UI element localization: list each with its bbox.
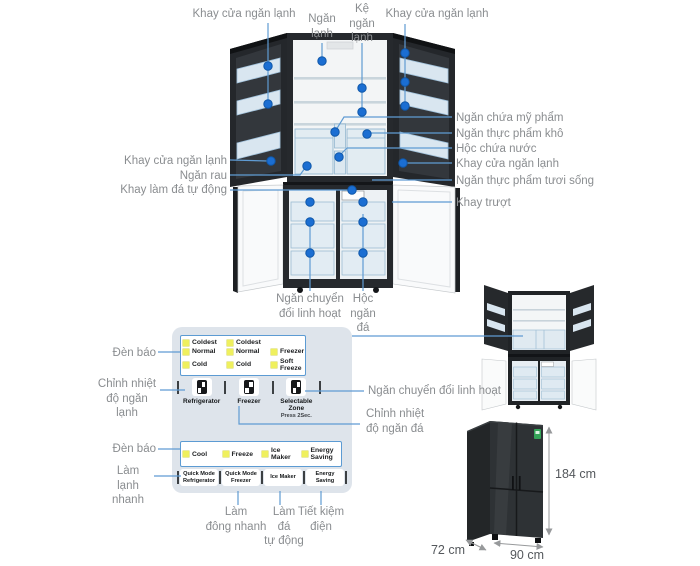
indicator-coldest-fridge: Coldest — [183, 339, 227, 346]
control-panel: Coldest Coldest Normal Normal Freezer Co… — [172, 327, 352, 493]
label-fresh-food: Ngăn thực phẩm tươi sống — [456, 175, 595, 187]
cabinet-gap — [283, 182, 393, 185]
yellow-led-square-icon — [271, 361, 277, 368]
selectable-zone-button: Selectable Zone Press 2Sec. — [275, 378, 318, 419]
label-indicator-lights-1: Đèn báo — [112, 347, 156, 359]
quick-mode-freezer-button: Quick Mode Freezer — [222, 469, 260, 486]
label-quick-cool: Làm lạnh nhanh — [112, 465, 144, 507]
label-door-tray-top-right: Khay cửa ngăn lạnh — [385, 8, 489, 20]
label-cosmetic-box: Ngăn chứa mỹ phẩm — [456, 112, 564, 124]
separator-bar — [177, 471, 179, 484]
yellow-led-square-icon — [183, 361, 189, 368]
indicator-normal-fridge: Normal — [183, 348, 227, 355]
label-fridge-temp-adjust: Chỉnh nhiệt độ ngăn lạnh — [97, 378, 157, 420]
label-veggie-box: Ngăn rau — [179, 170, 227, 182]
label-auto-ice: Làm đá tự động — [264, 506, 304, 548]
fridge-compartment-grid-icon — [196, 380, 207, 394]
indicator-cool: Cool — [183, 451, 221, 458]
yellow-led-square-icon — [262, 451, 268, 457]
indicator-empty — [271, 339, 309, 346]
separator-bar — [318, 381, 321, 394]
ice-maker-button: Ice Maker — [264, 469, 302, 486]
yellow-led-square-icon — [183, 348, 189, 355]
yellow-led-square-icon — [227, 348, 233, 355]
mode-button-row: Quick Mode Refrigerator Quick Mode Freez… — [176, 469, 348, 486]
yellow-led-square-icon — [271, 348, 277, 355]
label-door-tray-top-left: Khay cửa ngăn lạnh — [192, 8, 296, 20]
label-freezer-temp-adjust: Chỉnh nhiệt độ ngăn đá — [366, 408, 425, 435]
label-ice-bin: Hộc ngăn đá — [350, 293, 376, 335]
indicator-ice-maker: Ice Maker — [262, 447, 300, 461]
quick-mode-refrigerator-button: Quick Mode Refrigerator — [180, 469, 218, 486]
label-slide-tray: Khay trượt — [456, 197, 511, 209]
label-door-tray-left: Khay cửa ngăn lạnh — [124, 155, 227, 167]
fridge-compartment-grid-icon — [243, 380, 254, 394]
temp-button-row: Refrigerator Freezer Selectable Zone Pre… — [176, 378, 322, 419]
label-convertible-zone: Ngăn chuyển đổi linh hoạt — [276, 293, 344, 320]
label-convertible-zone-panel: Ngăn chuyển đổi linh hoạt — [368, 385, 501, 397]
label-energy-save: Tiết kiệm điện — [297, 506, 345, 533]
separator-bar — [261, 471, 263, 484]
yellow-led-square-icon — [227, 339, 233, 346]
fridge-compartment-grid-icon — [291, 380, 302, 394]
upper-right-door — [393, 33, 455, 187]
dimension-arrows — [465, 426, 553, 551]
yellow-led-square-icon — [183, 451, 189, 457]
separator-bar — [345, 471, 347, 484]
indicator-freeze: Freeze — [222, 451, 261, 458]
freezer-left-door — [233, 184, 284, 293]
dimension-depth: 72 cm — [430, 543, 466, 557]
ice-maker-unit — [341, 190, 365, 201]
label-fridge-compartment: Ngăn lạnh — [308, 13, 336, 40]
indicator-energy-saving: Energy Saving — [301, 447, 340, 461]
upper-cabinet — [287, 33, 393, 182]
label-water-box: Hộc chứa nước — [456, 143, 537, 155]
yellow-led-square-icon — [227, 361, 233, 368]
dimension-width: 90 cm — [509, 548, 545, 562]
label-dry-food-box: Ngăn thực phẩm khô — [456, 128, 564, 140]
freezer-right-door — [392, 184, 460, 294]
refrigerator-button: Refrigerator — [180, 378, 223, 405]
freezer-button: Freezer — [227, 378, 270, 405]
indicator-cold-fridge: Cold — [183, 358, 227, 372]
separator-bar — [219, 471, 221, 484]
temp-indicator-grid: Coldest Coldest Normal Normal Freezer Co… — [180, 335, 306, 376]
label-auto-ice-tray: Khay làm đá tự động — [120, 184, 227, 196]
label-indicator-lights-2: Đèn báo — [112, 443, 156, 455]
dimension-height: 184 cm — [555, 467, 596, 481]
separator-bar — [177, 381, 179, 394]
energy-label-badge — [534, 429, 541, 439]
indicator-cold-freezer: Cold — [227, 358, 271, 372]
freezer-cabinet — [283, 185, 393, 293]
indicator-coldest-freezer: Coldest — [227, 339, 271, 346]
mode-indicator-box: Cool Freeze Ice Maker Energy Saving — [180, 441, 342, 467]
fridge-open-main-illustration — [230, 33, 460, 294]
indicator-normal-freezer: Normal — [227, 348, 271, 355]
separator-bar — [271, 381, 274, 394]
yellow-led-square-icon — [222, 451, 229, 457]
indicator-freezer-mode: Freezer — [271, 348, 309, 355]
separator-bar — [303, 471, 305, 484]
fridge-closed-illustration — [467, 421, 544, 546]
yellow-led-square-icon — [301, 451, 308, 457]
upper-left-door — [230, 33, 287, 187]
label-quick-freeze: Làm đông nhanh — [205, 506, 267, 533]
indicator-soft-freeze: Soft Freeze — [271, 358, 309, 372]
label-door-tray-right: Khay cửa ngăn lạnh — [456, 158, 559, 170]
energy-saving-button: Energy Saving — [306, 469, 344, 486]
separator-bar — [224, 381, 227, 394]
yellow-led-square-icon — [183, 339, 189, 346]
